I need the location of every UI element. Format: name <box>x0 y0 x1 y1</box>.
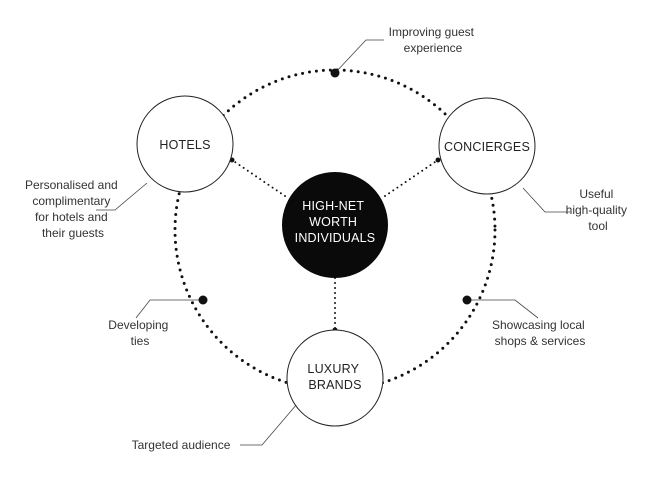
luxury-brands-node-circle <box>286 329 384 427</box>
annotation-line: tool <box>588 219 607 233</box>
luxury-brands-label-line-2: BRANDS <box>308 378 361 392</box>
annotation-showcasing-local-shops: Showcasing local shops & services <box>492 318 588 348</box>
hotels-label: HOTELS <box>159 138 210 152</box>
annotation-useful-high-quality-tool: Useful high-quality tool <box>566 187 631 233</box>
annotation-line: complimentary <box>32 194 110 208</box>
hotels-node-circle <box>136 95 234 193</box>
leader-improving-guest <box>334 39 384 74</box>
annotation-line: Developing <box>108 318 168 332</box>
center-node-circle <box>282 172 388 278</box>
marker-dot-top <box>330 68 340 78</box>
annotation-line: Showcasing local <box>492 318 585 332</box>
annotation-developing-ties: Developing ties <box>108 318 171 348</box>
annotation-line: their guests <box>42 226 104 240</box>
center-label-line-1: HIGH-NET <box>302 199 364 213</box>
annotation-line: Personalised and <box>25 178 118 192</box>
luxury-brands-label: LUXURY BRANDS <box>307 362 362 392</box>
center-label-line-2: WORTH <box>309 215 357 229</box>
annotation-line: Targeted audience <box>132 438 231 452</box>
annotation-line: Useful <box>579 187 613 201</box>
leader-developing <box>135 299 203 319</box>
marker-dot-right <box>462 295 472 305</box>
concierges-label: CONCIERGES <box>444 140 530 154</box>
annotation-personalised-complimentary: Personalised and complimentary for hotel… <box>25 178 121 240</box>
leader-targeted <box>240 403 298 446</box>
annotation-line: shops & services <box>495 334 586 348</box>
annotation-line: for hotels and <box>35 210 108 224</box>
annotation-improving-guest-experience: Improving guest experience <box>389 25 478 55</box>
luxury-brands-label-line-1: LUXURY <box>307 362 359 376</box>
annotation-targeted-audience: Targeted audience <box>132 438 231 452</box>
leader-personalised <box>96 182 148 211</box>
marker-dot-left <box>198 295 208 305</box>
concierges-node-circle <box>438 97 536 195</box>
concierges-label-line: CONCIERGES <box>444 140 530 154</box>
center-label-line-3: INDIVIDUALS <box>295 231 376 245</box>
spoke-concierges <box>384 159 439 197</box>
hotels-label-line: HOTELS <box>159 138 210 152</box>
leader-showcasing <box>467 299 539 319</box>
annotation-line: experience <box>404 41 463 55</box>
annotation-line: Improving guest <box>389 25 475 39</box>
annotation-line: ties <box>131 334 150 348</box>
annotation-line: high-quality <box>566 203 627 217</box>
spoke-hotels <box>231 159 286 197</box>
center-label: HIGH-NET WORTH INDIVIDUALS <box>295 199 376 245</box>
junction-dot-concierges <box>435 157 441 163</box>
leader-useful-tool <box>522 187 570 213</box>
